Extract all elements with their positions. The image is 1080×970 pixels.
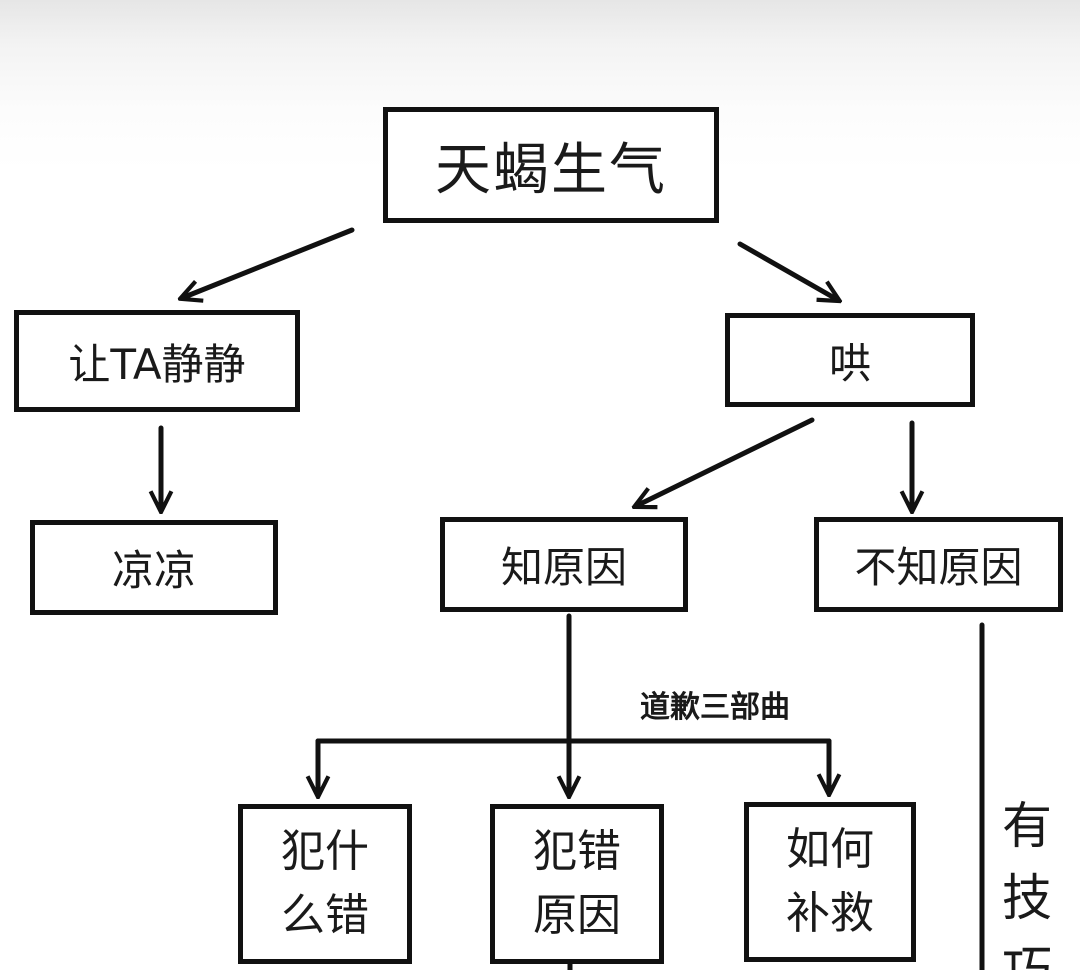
node-what-wrong-label: 犯什 么错 bbox=[281, 826, 369, 941]
arrow-coax-to-know bbox=[636, 417, 815, 506]
node-how-to-fix-label: 如何 补救 bbox=[786, 824, 874, 939]
apology-trilogy-label: 道歉三部曲 bbox=[640, 690, 790, 725]
node-dont-know-reason-label: 不知原因 bbox=[854, 543, 1023, 592]
node-wrong-reason: 犯错 原因 bbox=[490, 804, 664, 964]
node-root: 天蝎生气 bbox=[383, 107, 719, 223]
node-dont-know-reason: 不知原因 bbox=[814, 517, 1063, 612]
node-cold: 凉凉 bbox=[30, 520, 278, 615]
node-know-reason: 知原因 bbox=[440, 517, 688, 612]
side-vertical-text: 有 技 巧 bbox=[1002, 797, 1052, 970]
node-how-to-fix: 如何 补救 bbox=[744, 802, 916, 962]
node-root-label: 天蝎生气 bbox=[435, 137, 667, 203]
arrow-root-to-quiet bbox=[182, 227, 355, 298]
node-know-reason-label: 知原因 bbox=[500, 543, 627, 592]
node-wrong-reason-label: 犯错 原因 bbox=[533, 826, 621, 941]
node-cold-label: 凉凉 bbox=[111, 546, 196, 595]
node-what-wrong: 犯什 么错 bbox=[238, 804, 412, 964]
arrow-root-to-coax bbox=[737, 241, 838, 300]
node-coax-label: 哄 bbox=[828, 338, 871, 388]
node-let-them-be-label: 让TA静静 bbox=[68, 339, 246, 389]
node-coax: 哄 bbox=[725, 313, 975, 407]
node-let-them-be: 让TA静静 bbox=[14, 310, 300, 412]
